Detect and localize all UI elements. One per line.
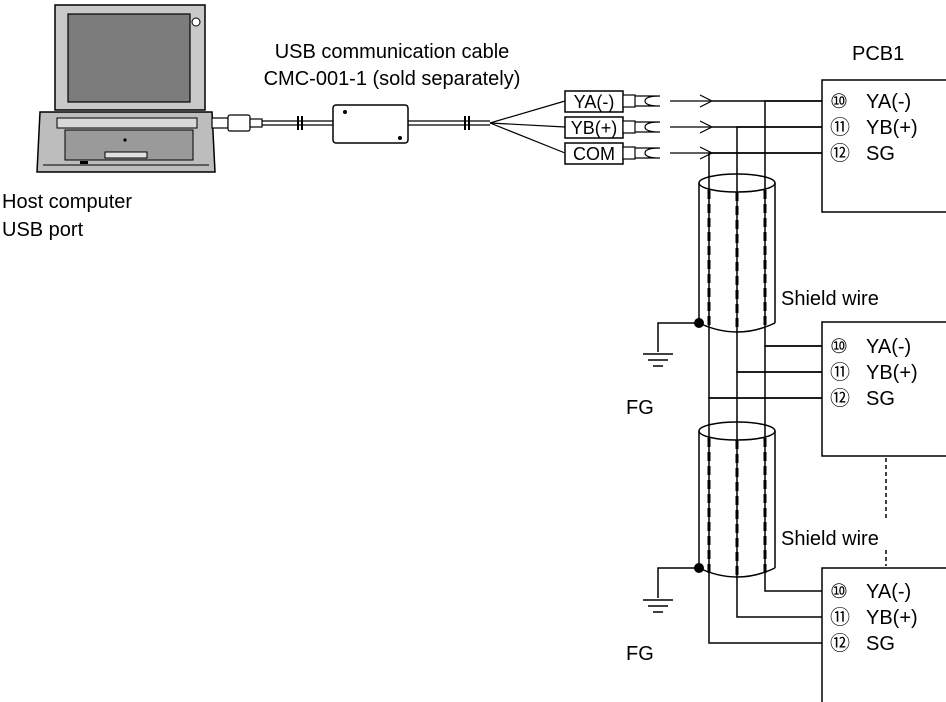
pin-name: SG [866, 143, 895, 165]
pcb1-box [821, 79, 946, 213]
converter-box-icon [332, 104, 409, 144]
fg-label: FG [626, 643, 654, 665]
pin-name: YB(+) [866, 117, 918, 139]
wires-pcb2-pcb3 [708, 345, 822, 644]
usb-plug-icon [211, 114, 263, 132]
pin-number: ⑫ [830, 387, 850, 410]
terminal-arrows [670, 94, 714, 160]
cable-label-line2: CMC-001-1 (sold separately) [264, 68, 521, 90]
pin-name: YB(+) [866, 362, 918, 384]
pin-name: SG [866, 633, 895, 655]
shield-ground-2 [643, 563, 704, 613]
pin-name: YA(-) [866, 91, 911, 113]
connector-tag-label: YA(-) [574, 92, 615, 112]
shield-wire-label: Shield wire [781, 288, 879, 310]
pin-number: ⑪ [830, 606, 850, 629]
shield-wire-label: Shield wire [781, 528, 879, 550]
laptop-icon [36, 4, 216, 173]
host-label-line1: Host computer [2, 191, 132, 213]
pin-name: YA(-) [866, 581, 911, 603]
pin-number: ⑪ [830, 116, 850, 139]
connector-tag-label: COM [573, 144, 615, 164]
host-label-line2: USB port [2, 219, 84, 241]
connector-tag-yb: YB(+) [564, 116, 624, 139]
pin-name: YA(-) [866, 336, 911, 358]
pin-number: ⑩ [830, 581, 848, 603]
pcb1-label: PCB1 [852, 43, 904, 65]
fg-label: FG [626, 397, 654, 419]
crimp-terminal-icon [622, 146, 661, 160]
cable-label-line1: USB communication cable [275, 41, 510, 63]
converter-cable [408, 100, 566, 154]
pin-number: ⑫ [830, 632, 850, 655]
connector-tag-com: COM [564, 142, 624, 165]
pin-name: SG [866, 388, 895, 410]
connector-tag-label: YB(+) [571, 118, 618, 138]
pin-number: ⑩ [830, 91, 848, 113]
pcb3-box [821, 567, 946, 702]
connector-tag-ya: YA(-) [564, 90, 624, 113]
usb-cable [262, 116, 333, 130]
crimp-terminal-icon [622, 120, 661, 134]
pin-number: ⑪ [830, 361, 850, 384]
shield-ground-1 [643, 318, 704, 367]
pin-number: ⑫ [830, 142, 850, 165]
pcb2-box [821, 321, 946, 457]
crimp-terminal-icon [622, 94, 661, 108]
pin-name: YB(+) [866, 607, 918, 629]
pin-number: ⑩ [830, 336, 848, 358]
